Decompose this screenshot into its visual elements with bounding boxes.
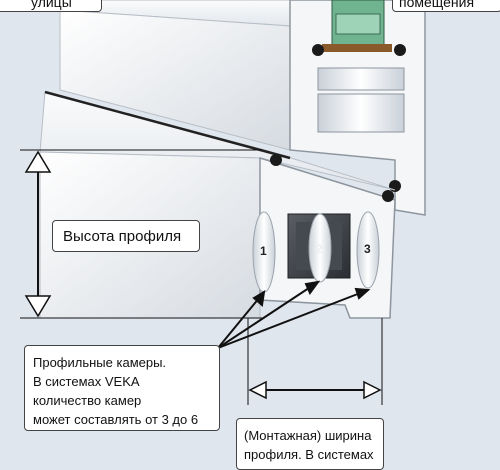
profile-height-label: Высота профиля: [52, 220, 200, 252]
height-dimension: [20, 149, 262, 319]
seal-icon: [312, 44, 324, 56]
pointer-arrowhead-icon: [354, 287, 371, 300]
frame-profile: [39, 90, 396, 319]
seal-icon: [270, 154, 282, 166]
glazing-bead-base: [322, 44, 392, 52]
pointer-arrowhead-icon: [304, 280, 321, 295]
chamber-pointers: [217, 280, 371, 349]
mounting-width-label: (Монтажная) ширина профиля. В системах: [236, 418, 384, 470]
chamber-2: [308, 213, 332, 283]
arrow-right-icon: [363, 380, 382, 400]
chamber-3: [356, 211, 380, 289]
chamber-number-3: 3: [364, 242, 371, 256]
arrow-up-icon: [24, 150, 52, 173]
sash-profile: [59, 0, 426, 216]
arrow-left-icon: [248, 380, 267, 400]
pointer-arrowhead-icon: [252, 290, 266, 307]
sash-chamber-upper: [317, 67, 405, 91]
chamber-number-1: 1: [260, 244, 267, 258]
seal-icon: [382, 190, 394, 202]
pointer-line-3: [217, 289, 369, 349]
frame-edge-line: [44, 90, 291, 160]
inside-label: помещения: [392, 0, 500, 12]
width-dimension: [247, 318, 383, 405]
pointer-line-2: [217, 281, 319, 349]
sash-chamber-lower: [317, 93, 405, 133]
seal-icon: [389, 180, 401, 192]
chamber-number-2: 2: [316, 242, 323, 256]
outside-label: улицы: [0, 0, 102, 12]
arrow-down-icon: [24, 295, 52, 318]
chambers-label: Профильные камеры. В системах VEKA колич…: [24, 345, 220, 431]
glass-spacer: [335, 13, 381, 35]
seal-icon: [394, 44, 406, 56]
